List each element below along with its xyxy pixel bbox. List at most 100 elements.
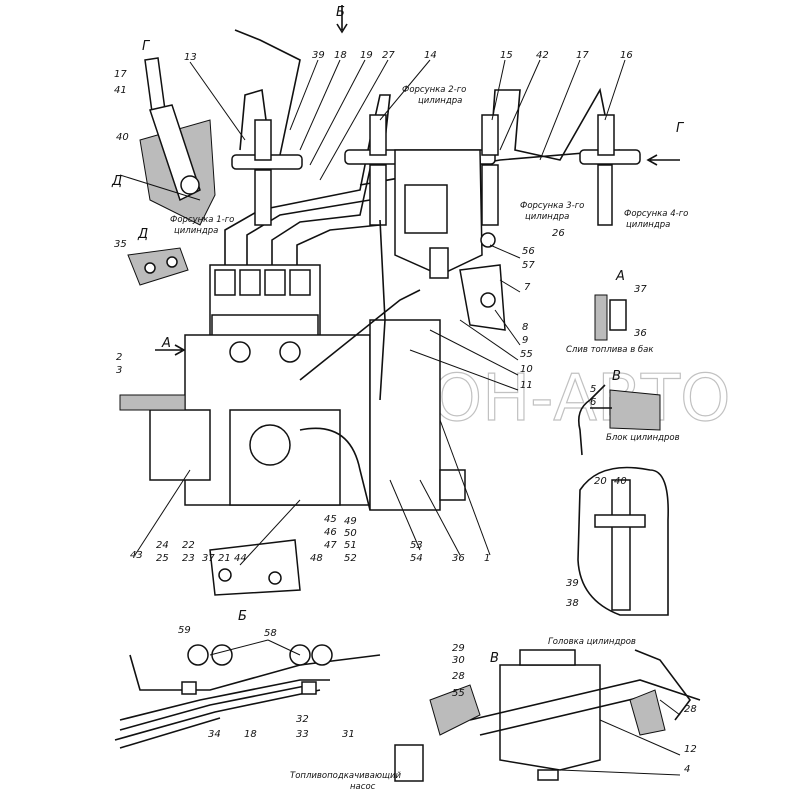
callout: 28 xyxy=(452,671,465,682)
callout: 55 xyxy=(520,349,533,360)
callout: 40 xyxy=(116,132,129,143)
callout: 1 xyxy=(484,553,490,564)
callout: 15 xyxy=(500,50,513,61)
callout: 3 xyxy=(116,365,122,376)
callout: 41 xyxy=(114,85,127,96)
callout: 12 xyxy=(684,744,697,755)
view-label-d-detail: Д xyxy=(137,227,148,242)
callout: 6 xyxy=(590,397,596,408)
view-label-v-detail: В xyxy=(490,651,499,666)
callout: 7 xyxy=(524,282,531,293)
callout: 49 xyxy=(344,516,357,527)
callout: 8 xyxy=(522,322,528,333)
callout: 32 xyxy=(296,714,309,725)
caption-feed-pump: Топливоподкачивающий xyxy=(290,771,402,781)
callout: 58 xyxy=(264,628,277,639)
callout: 36 xyxy=(452,553,465,564)
callout: 16 xyxy=(620,50,633,61)
round-detail-view xyxy=(577,466,669,616)
callout: 23 xyxy=(182,553,195,564)
callout: 37 xyxy=(202,553,215,564)
callout: 24 xyxy=(156,540,169,551)
callout: 33 xyxy=(296,729,309,740)
callout: 18 xyxy=(244,729,257,740)
callout: 21 xyxy=(218,553,231,564)
caption-feed-pump-line2: насос xyxy=(350,782,376,792)
callout: 55 xyxy=(452,688,465,699)
callout: 5 xyxy=(590,384,596,395)
view-label-v-arrow: В xyxy=(612,369,621,384)
caption-injector-2: Форсунка 2-го xyxy=(402,85,466,95)
view-d-detail xyxy=(127,247,189,286)
callout: 27 xyxy=(382,50,395,61)
view-v-cylinder-head xyxy=(429,649,701,781)
caption-injector-4: Форсунка 4-го xyxy=(624,209,688,219)
view-g-injector-detail xyxy=(119,57,216,226)
callout: 48 xyxy=(310,553,323,564)
callout: 39 xyxy=(566,578,579,589)
callout: 9 xyxy=(522,335,528,346)
view-label-a-detail: А xyxy=(615,269,625,284)
callout: 51 xyxy=(344,540,357,551)
view-label-d-arrow: Д xyxy=(111,174,122,189)
callout: 17 xyxy=(114,69,127,80)
caption-cylinder-block: Блок цилиндров xyxy=(606,433,680,443)
callout: 20 xyxy=(594,476,607,487)
caption-injector-1-line2: цилиндра xyxy=(174,226,218,236)
caption-injector-3-line2: цилиндра xyxy=(525,212,569,222)
callout: 17 xyxy=(576,50,589,61)
callout: 52 xyxy=(344,553,357,564)
callout: 18 xyxy=(334,50,347,61)
caption-cylinder-head: Головка цилиндров xyxy=(548,637,636,647)
callout: 26 xyxy=(552,228,565,239)
leader-lines xyxy=(134,59,681,776)
callout: 35 xyxy=(114,239,127,250)
callout: 22 xyxy=(182,540,195,551)
caption-injector-2-line2: цилиндра xyxy=(418,96,462,106)
callout: 57 xyxy=(522,260,535,271)
callout: 42 xyxy=(536,50,549,61)
view-b-lines xyxy=(114,644,424,782)
callout: 28 xyxy=(684,704,697,715)
view-label-b-detail: Б xyxy=(238,609,247,624)
callout: 45 xyxy=(324,514,337,525)
callout: 30 xyxy=(452,655,465,666)
callout: 14 xyxy=(424,50,437,61)
callout: 54 xyxy=(410,553,423,564)
caption-fuel-drain: Слив топлива в бак xyxy=(566,345,654,355)
callout: 59 xyxy=(178,625,191,636)
caption-injector-1: Форсунка 1-го xyxy=(170,215,234,225)
callout: 50 xyxy=(344,528,357,539)
callout: 34 xyxy=(208,729,221,740)
caption-injector-3: Форсунка 3-го xyxy=(520,201,584,211)
callout: 11 xyxy=(520,380,533,391)
view-label-a-arrow: А xyxy=(161,336,171,351)
view-arrows xyxy=(155,5,680,401)
callout: 40 xyxy=(614,476,627,487)
callout: 39 xyxy=(312,50,325,61)
caption-injector-4-line2: цилиндра xyxy=(626,220,670,230)
callout: 4 xyxy=(684,764,690,775)
view-label-g-detail: Г xyxy=(142,39,151,54)
view-v-block xyxy=(577,389,661,456)
callout: 38 xyxy=(566,598,579,609)
callouts: 17 41 40 13 39 18 19 27 14 15 42 17 16 2… xyxy=(114,50,697,775)
callout: 44 xyxy=(234,553,247,564)
callout: 56 xyxy=(522,246,535,257)
view-label-b: Б xyxy=(336,5,345,20)
callout: 31 xyxy=(342,729,355,740)
callout: 25 xyxy=(156,553,169,564)
callout: 2 xyxy=(116,352,122,363)
callout: 13 xyxy=(184,52,197,63)
view-label-g-arrow: Г xyxy=(676,121,685,136)
callout: 10 xyxy=(520,364,533,375)
view-a-drain xyxy=(594,294,627,341)
callout: 37 xyxy=(634,284,647,295)
callout: 53 xyxy=(410,540,423,551)
callout: 36 xyxy=(634,328,647,339)
callout: 47 xyxy=(324,540,337,551)
main-assembly xyxy=(119,29,641,596)
callout: 46 xyxy=(324,527,337,538)
